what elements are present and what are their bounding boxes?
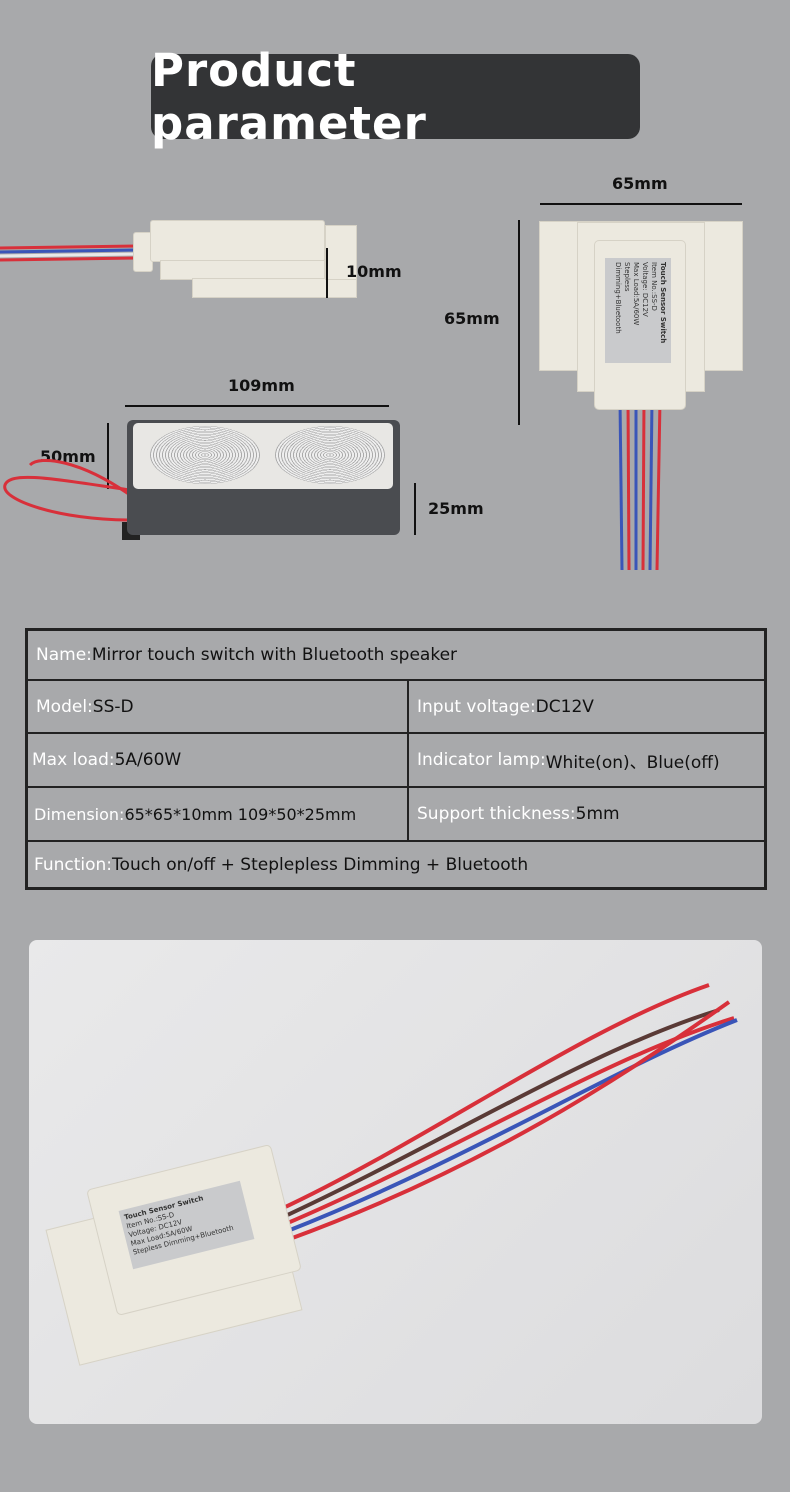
spec-support-thickness: Support thickness: 5mm	[408, 787, 765, 841]
dimension-label: 65mm	[612, 174, 668, 193]
dimension-line	[107, 423, 109, 489]
dimension-line	[326, 248, 328, 298]
wires	[0, 244, 141, 262]
dimension-line	[540, 203, 742, 205]
spec-table: Name: Mirror touch switch with Bluetooth…	[25, 628, 767, 890]
dimension-line	[414, 483, 416, 535]
dimension-line	[518, 220, 520, 425]
spec-function: Function: Touch on/off + Steplepless Dim…	[27, 841, 765, 888]
page-title: Product parameter	[151, 44, 640, 150]
dimension-label: 65mm	[444, 309, 500, 328]
dimension-label: 109mm	[228, 376, 295, 395]
spec-name: Name: Mirror touch switch with Bluetooth…	[27, 630, 765, 680]
spec-max-load: Max load: 5A/60W	[27, 733, 408, 787]
dimension-label: 10mm	[346, 262, 402, 281]
spec-input-voltage: Input voltage: DC12V	[408, 680, 765, 733]
spec-indicator-lamp: Indicator lamp: White(on)、Blue(off)	[408, 733, 765, 787]
dimension-label: 25mm	[428, 499, 484, 518]
dimension-line	[125, 405, 389, 407]
spec-model: Model: SS-D	[27, 680, 408, 733]
spec-dimension: Dimension: 65*65*10mm 109*50*25mm	[27, 787, 408, 841]
